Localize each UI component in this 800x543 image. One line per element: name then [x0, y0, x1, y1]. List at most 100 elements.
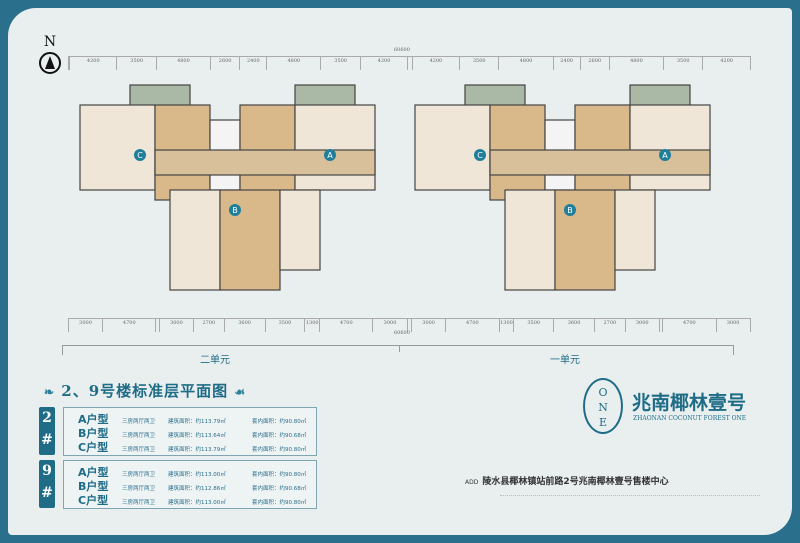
- unit-marker: [659, 149, 671, 161]
- unit-type: B户型: [78, 427, 109, 440]
- dimension-segment: [407, 57, 412, 70]
- dimension-segment: 2600: [579, 57, 609, 70]
- dimension-segment: 1300: [498, 319, 514, 332]
- dimension-segment: [749, 319, 751, 332]
- disclaimer: [500, 495, 760, 497]
- dimension-segment: 3500: [459, 57, 498, 70]
- unit-b-living: [219, 189, 281, 291]
- dimension-segment: 3500: [662, 57, 702, 70]
- unit-label-1: 一单元: [550, 355, 580, 366]
- unit-inner-area: 套内面积：约90.80㎡: [252, 500, 307, 506]
- unit-marker-label: B: [232, 206, 238, 215]
- unit-marker: [474, 149, 486, 161]
- dimension-segment: [658, 319, 662, 332]
- unit-b: [169, 189, 221, 291]
- compass-icon: [39, 52, 61, 74]
- dimension-segment: [749, 57, 751, 70]
- unit-c: [79, 104, 156, 191]
- dimension-segment: 3600: [223, 319, 265, 332]
- unit-spec: 三房两厅两卫: [122, 500, 156, 506]
- dimension-segment: 4200: [69, 57, 116, 70]
- unit-a: [294, 104, 376, 191]
- unit-a: [629, 104, 711, 191]
- unit-type: A户型: [78, 413, 109, 426]
- dimension-segment: 3500: [264, 319, 305, 332]
- dimension-segment: 4200: [359, 57, 407, 70]
- dimension-segment: 2700: [192, 319, 224, 332]
- dimension-segment: [68, 57, 70, 70]
- dimension-segment: 3000: [715, 319, 750, 332]
- dimension-segment: 3000: [68, 319, 102, 332]
- unit-spec: 三房两厅两卫: [122, 419, 156, 425]
- unit-marker: [134, 149, 146, 161]
- north-arrow: N: [36, 34, 64, 74]
- dimension-segment: 3500: [320, 57, 359, 70]
- building-tag: 2#: [39, 407, 55, 455]
- dimension-segment: 4700: [445, 319, 498, 332]
- unit-marker-label: B: [567, 206, 573, 215]
- building-number: 2: [42, 410, 52, 426]
- unit-inner-area: 套内面积：约90.68㎡: [252, 486, 307, 492]
- unit-spec: 三房两厅两卫: [122, 447, 156, 453]
- dimension-segment: [406, 319, 412, 332]
- unit-gross-area: 建筑面积：约113.79㎡: [168, 419, 226, 425]
- unit-inner-area: 套内面积：约90.80㎡: [252, 447, 307, 453]
- ornament-left-icon: ❧: [44, 385, 56, 399]
- building-number: 9: [42, 463, 52, 479]
- unit-type-row: B户型 三房两厅两卫 建筑面积：约112.86㎡ 套内面积：约90.68㎡: [78, 478, 316, 493]
- unit-b-room: [279, 189, 321, 271]
- dimension-segment: 3600: [553, 319, 594, 332]
- unit-gross-area: 建筑面积：约113.00㎡: [168, 500, 226, 506]
- dimension-segment: 3000: [372, 319, 406, 332]
- page-title: ❧ 2、9号楼标准层平面图 ☙: [44, 380, 246, 401]
- unit-gross-area: 建筑面积：约113.00㎡: [168, 472, 226, 478]
- dimension-segment: 3000: [411, 319, 445, 332]
- building-tag: 9#: [39, 460, 55, 508]
- dimension-segment: 3500: [513, 319, 553, 332]
- total-dimension-top: 60600: [394, 47, 410, 53]
- corridor: [154, 149, 376, 176]
- unit-gross-area: 建筑面积：约113.64㎡: [168, 433, 226, 439]
- unit-marker: [229, 204, 241, 216]
- unit-type: C户型: [78, 494, 109, 507]
- unit-marker-label: A: [662, 151, 668, 160]
- dimension-segment: 2700: [594, 319, 625, 332]
- dimension-segment: 4200: [411, 57, 459, 70]
- unit-marker-label: C: [137, 151, 143, 160]
- dimension-segment: 4800: [498, 57, 552, 70]
- dimension-segment: 4800: [266, 57, 320, 70]
- unit-marker-label: A: [327, 151, 333, 160]
- unit-spec: 三房两厅两卫: [122, 486, 156, 492]
- unit-spec: 三房两厅两卫: [122, 472, 156, 478]
- dimension-segment: 2400: [552, 57, 580, 70]
- address-text: 陵水县椰林镇站前路2号兆南椰林壹号售楼中心: [482, 477, 669, 487]
- brand-name: 兆南椰林壹号: [632, 392, 747, 414]
- unit-gross-area: 建筑面积：约113.79㎡: [168, 447, 226, 453]
- unit-type-row: C户型 三房两厅两卫 建筑面积：约113.00㎡ 套内面积：约90.80㎡: [78, 492, 316, 507]
- dimension-segment: 4800: [608, 57, 663, 70]
- unit-b-living: [554, 189, 616, 291]
- unit-type: A户型: [78, 466, 109, 479]
- unit-b-room: [614, 189, 656, 271]
- unit-b: [504, 189, 556, 291]
- brand-name-en: ZHAONAN COCONUT FOREST ONE: [633, 415, 747, 422]
- dimension-segment: 4200: [702, 57, 749, 70]
- unit-gross-area: 建筑面积：约112.86㎡: [168, 486, 226, 492]
- unit-bracket: [62, 345, 734, 355]
- dimension-segment: 4700: [319, 319, 372, 332]
- dimension-segment: 4700: [102, 319, 155, 332]
- unit-inner-area: 套内面积：约90.68㎡: [252, 433, 307, 439]
- ornament-right-icon: ☙: [234, 385, 247, 399]
- dimension-segment: 1300: [304, 319, 319, 332]
- dimension-segment: [155, 319, 158, 332]
- north-label: N: [43, 34, 57, 50]
- unit-type: B户型: [78, 480, 109, 493]
